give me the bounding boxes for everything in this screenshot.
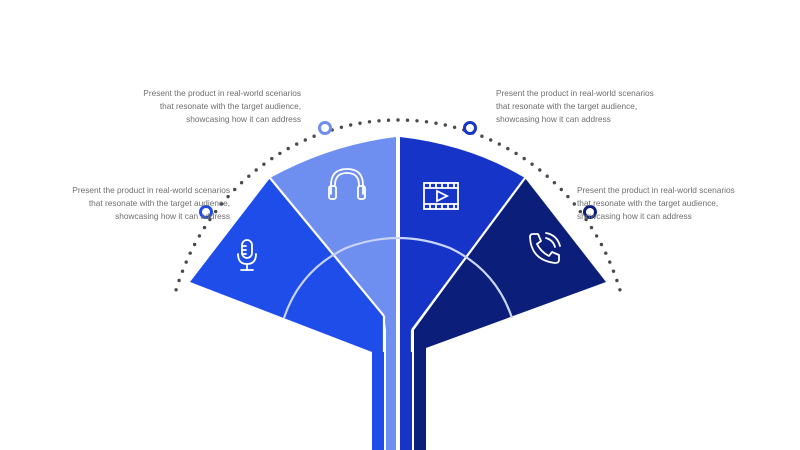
arc-dot: [278, 151, 282, 156]
caption-3: Present the product in real-world scenar…: [496, 87, 726, 127]
stem-1: [372, 340, 384, 450]
arc-dot: [214, 209, 218, 214]
ring-marker-3: [463, 121, 477, 135]
arc-dot: [506, 146, 510, 151]
arc-dot: [180, 269, 185, 273]
arc-dot: [559, 187, 563, 192]
caption-3-line-1: Present the product in real-world scenar…: [496, 88, 654, 98]
ring-marker-4: [583, 205, 597, 219]
arc-dot: [545, 174, 549, 178]
fan-segment-4: [414, 178, 606, 352]
arc-dot: [608, 260, 612, 264]
arc-dot: [254, 168, 258, 172]
arc-dot: [339, 125, 344, 129]
inner-arc: [282, 236, 514, 319]
arc-dot: [377, 119, 381, 123]
arc-dot: [367, 120, 372, 124]
caption-1-line-3: showcasing how it can address: [115, 211, 230, 222]
arc-dot: [480, 134, 484, 138]
ring-marker-1: [199, 205, 213, 219]
caption-3-line-3: showcasing how it can address: [496, 114, 611, 125]
arc-dot: [286, 146, 290, 151]
stems: [372, 340, 426, 450]
arc-dot: [233, 187, 237, 192]
arc-dot: [303, 138, 307, 142]
arc-dot: [247, 174, 251, 178]
arc-dot: [514, 151, 518, 156]
arc-dot: [578, 209, 582, 214]
video-play-icon: [423, 182, 459, 210]
arc-dot: [618, 288, 622, 292]
fan-segment-3: [400, 137, 525, 352]
arc-dot: [594, 234, 599, 238]
arc-dot: [415, 119, 419, 123]
segment-dividers: [269, 137, 526, 352]
arc-dot: [522, 156, 526, 161]
stem-4: [414, 340, 426, 450]
arc-dot: [589, 225, 594, 230]
caption-4-line-1: Present the product in real-world scenar…: [577, 185, 735, 195]
arc-dot: [538, 168, 542, 172]
arc-dot: [443, 123, 447, 127]
arc-dot: [295, 142, 299, 146]
arc-dot: [566, 194, 570, 199]
arc-dot: [184, 260, 188, 264]
arc-dot: [584, 217, 588, 222]
arc-dot: [604, 251, 608, 255]
stem-2: [386, 340, 396, 450]
arc-dot: [611, 269, 616, 273]
microphone-icon: [237, 239, 257, 271]
arc-dot: [530, 162, 534, 166]
caption-4-line-3: showcasing how it can address: [577, 211, 692, 222]
arc-dot: [226, 194, 230, 199]
caption-2: Present the product in real-world scenar…: [71, 87, 301, 127]
arc-dot: [197, 234, 202, 238]
caption-2-line-3: showcasing how it can address: [186, 114, 301, 125]
arc-dot: [358, 121, 362, 125]
arc-dot: [452, 125, 457, 129]
arc-dot: [312, 134, 316, 138]
arc-dot: [599, 242, 604, 247]
arc-dot: [202, 225, 207, 230]
arc-dot: [208, 217, 212, 222]
arc-dot: [489, 138, 493, 142]
arc-dot: [192, 242, 197, 247]
arc-dot: [177, 278, 181, 283]
caption-3-line-2: that resonate with the target audience,: [496, 101, 638, 112]
arc-dot: [572, 202, 576, 206]
arc-dot: [424, 120, 429, 124]
phone-call-icon: [529, 232, 561, 264]
arc-dot: [552, 181, 557, 185]
headphones-icon: [328, 168, 366, 200]
arc-dot: [405, 118, 410, 122]
ring-marker-2: [318, 121, 332, 135]
arc-dot: [497, 142, 501, 146]
arc-dot: [262, 162, 266, 166]
arc-dot: [386, 118, 391, 122]
caption-4: Present the product in real-world scenar…: [577, 184, 800, 224]
caption-2-line-2: that resonate with the target audience,: [159, 101, 301, 112]
arc-dot: [270, 156, 274, 161]
arc-dot: [174, 288, 178, 292]
caption-1-line-2: that resonate with the target audience,: [88, 198, 230, 209]
arc-dot: [615, 278, 619, 283]
caption-1-line-1: Present the product in real-world scenar…: [72, 185, 230, 195]
caption-1: Present the product in real-world scenar…: [0, 184, 230, 224]
arc-dot: [434, 121, 438, 125]
caption-4-line-2: that resonate with the target audience,: [577, 198, 719, 209]
arc-dot: [239, 181, 244, 185]
caption-2-line-1: Present the product in real-world scenar…: [143, 88, 301, 98]
stem-3: [400, 340, 412, 450]
arc-dot: [220, 202, 224, 206]
arc-dot: [396, 118, 400, 122]
fan-segment-1: [190, 178, 384, 352]
arc-dot: [188, 251, 192, 255]
arc-dot: [349, 123, 353, 127]
